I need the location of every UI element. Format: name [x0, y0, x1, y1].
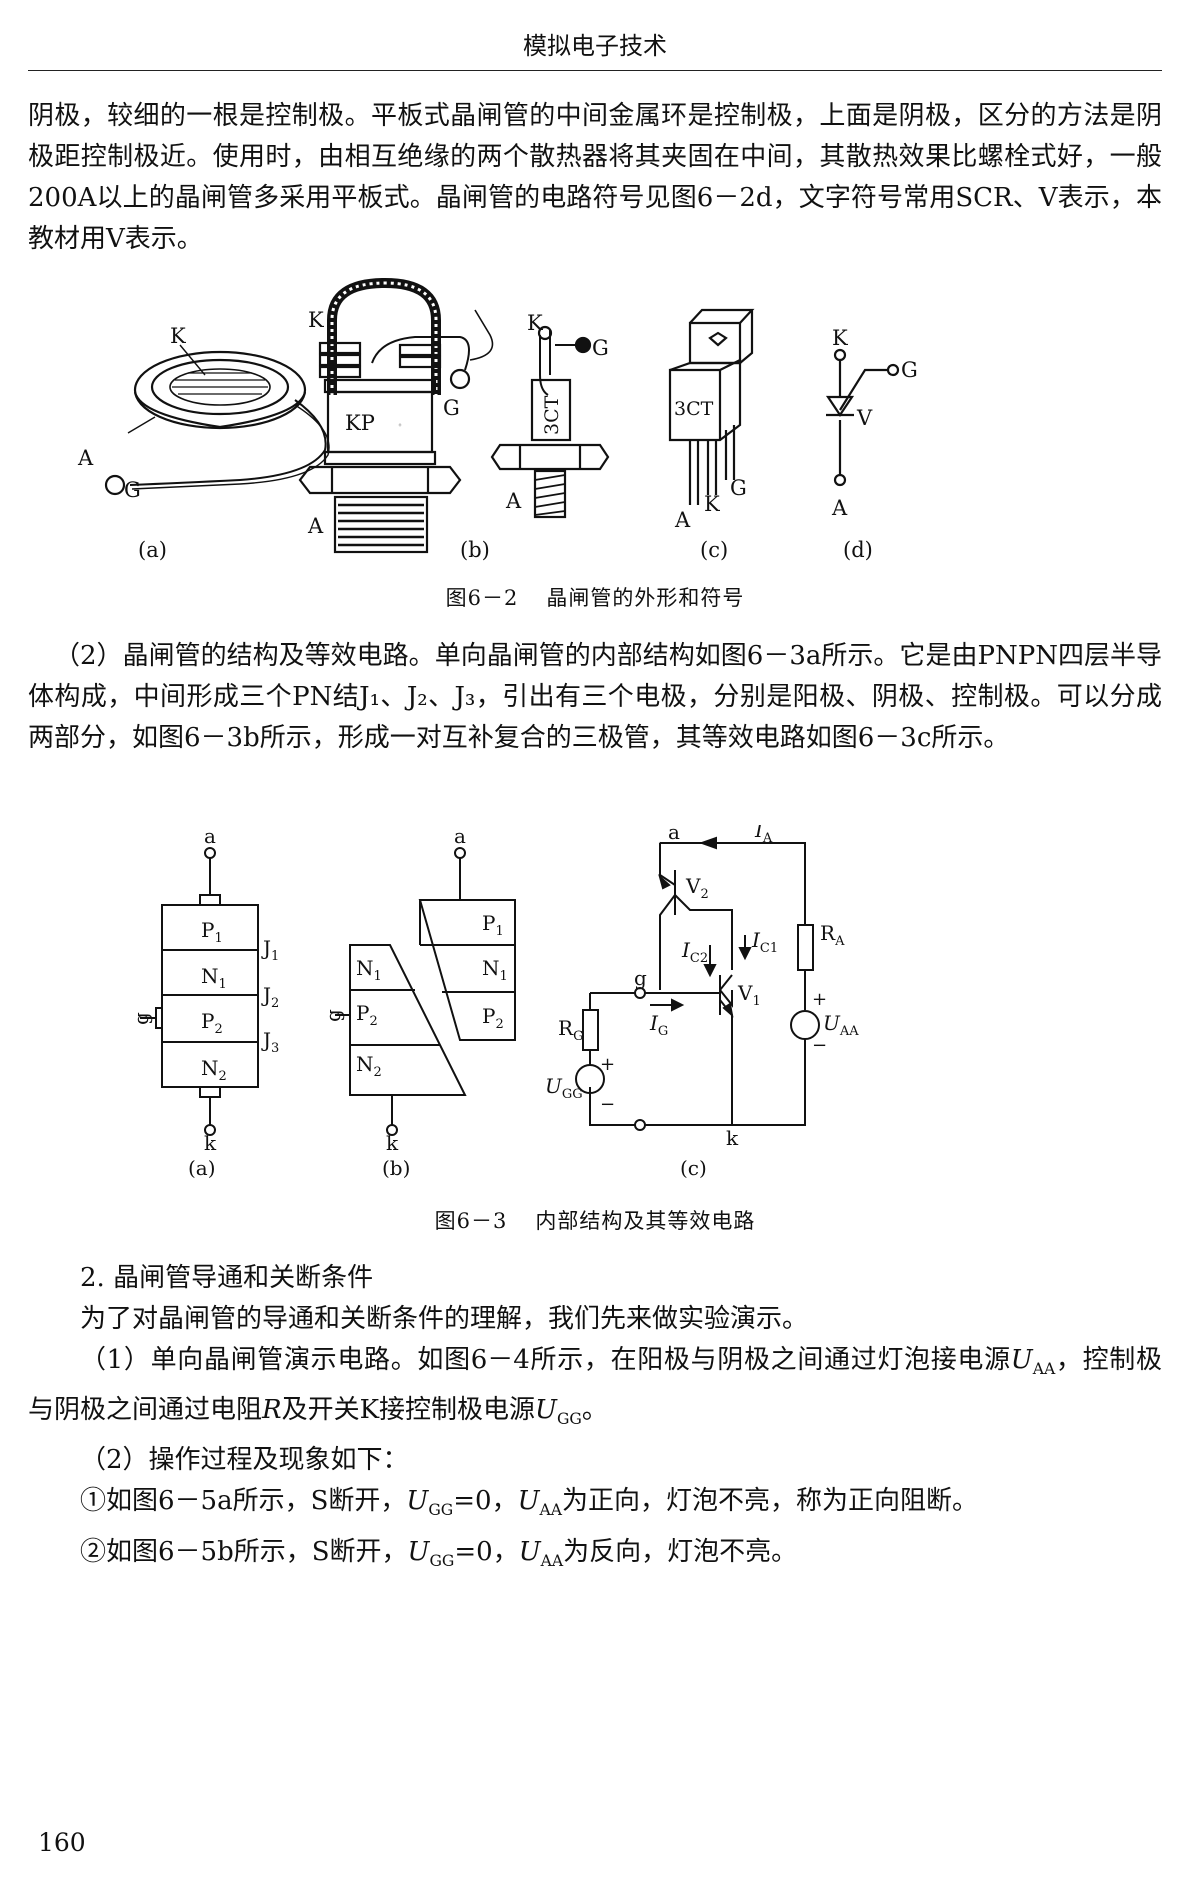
figure-6-2: K A G (a) K KP G A (b) K G A 3CT 3CT A K… — [70, 275, 1130, 579]
fig63-a-n1-label: N1 — [201, 964, 227, 992]
fig63-c-ic2-label: IC2 — [681, 938, 708, 966]
intro-paragraph: 阴极，较细的一根是控制极。平板式晶闸管的中间金属环是控制极，上面是阴极，区分的方… — [28, 96, 1162, 260]
fig63-c-uaa-minus: − — [812, 1035, 827, 1056]
fig63-a-k-label: k — [204, 1131, 217, 1155]
fig63-b-sub-label: (b) — [382, 1156, 410, 1180]
section2-line1: 为了对晶闸管的导通和关断条件的理解，我们先来做实验演示。 — [80, 1304, 809, 1334]
section-2: 2. 晶闸管导通和关断条件 为了对晶闸管的导通和关断条件的理解，我们先来做实验演… — [28, 1258, 1162, 1582]
fig63-a-a-label: a — [204, 825, 216, 848]
fig63-caption-text: 内部结构及其等效电路 — [535, 1209, 756, 1233]
intro-text: 阴极，较细的一根是控制极。平板式晶闸管的中间金属环是控制极，上面是阴极，区分的方… — [28, 101, 1162, 254]
fig63-a-j2-label: J2 — [261, 983, 279, 1011]
figure-6-3-caption: 图6－3 内部结构及其等效电路 — [0, 1205, 1190, 1235]
fig62-b-a-label: A — [307, 514, 324, 538]
fig62-c1-a-label: A — [505, 489, 522, 513]
fig63-b-p1-label: P1 — [482, 911, 504, 939]
fig62-c1-g-label: G — [592, 336, 609, 360]
fig62-d-g-label: G — [901, 358, 918, 382]
fig63-c-k-label: k — [726, 1126, 739, 1150]
fig63-c-uaa-plus: + — [812, 989, 827, 1010]
fig62-a-a-label: A — [77, 446, 94, 470]
fig63-c-uaa-label: UAA — [823, 1011, 859, 1039]
figure-6-2-drawing: K A G (a) K KP G A (b) K G A 3CT 3CT A K… — [77, 277, 918, 562]
fig62-caption-num: 图6－2 — [445, 586, 519, 610]
fig63-c-ia-label: IA — [754, 825, 773, 846]
fig62-b-kp-label: KP — [345, 411, 375, 435]
fig62-b-g-label: G — [443, 396, 460, 420]
fig63-b-g-label: g — [321, 1009, 345, 1022]
fig63-b-a-label: a — [454, 825, 466, 848]
fig63-b-n2-label: N2 — [356, 1052, 382, 1080]
structure-text: （2）晶闸管的结构及等效电路。单向晶闸管的内部结构如图6－3a所示。它是由PNP… — [28, 641, 1162, 753]
section2-line3: （2）操作过程及现象如下： — [80, 1445, 409, 1476]
fig63-b-n1r-label: N1 — [482, 956, 508, 984]
fig63-a-n2-label: N2 — [201, 1056, 227, 1084]
fig63-c-a-label: a — [668, 825, 680, 844]
fig62-c1-body-label: 3CT — [541, 395, 563, 435]
fig62-a-k-label: K — [170, 324, 186, 348]
section2-heading: 2. 晶闸管导通和关断条件 — [80, 1263, 374, 1293]
fig63-a-p1-label: P1 — [201, 918, 223, 946]
fig62-c-sub-label: (c) — [700, 538, 728, 562]
fig62-d-k-label: K — [832, 326, 848, 350]
fig63-c-g-label: g — [634, 966, 647, 990]
fig62-c2-g-label: G — [730, 476, 747, 500]
fig63-b-p2r-label: P2 — [482, 1004, 504, 1032]
fig63-c-v1-label: V1 — [737, 981, 761, 1009]
fig62-caption-text: 晶闸管的外形和符号 — [546, 586, 745, 610]
fig63-c-sub-label: (c) — [680, 1156, 707, 1180]
fig62-d-sub-label: (d) — [843, 538, 873, 562]
fig63-c-ra-label: RA — [820, 921, 845, 949]
running-header: 模拟电子技术 — [28, 26, 1162, 71]
fig62-b-k-label: K — [308, 308, 324, 332]
fig63-c-v2-label: V2 — [685, 874, 709, 902]
fig63-b-p2l-label: P2 — [356, 1001, 378, 1029]
section2-item2: ②如图6－5b所示，S断开，UGG=0，UAA为反向，灯泡不亮。 — [80, 1536, 798, 1570]
figure-6-3-drawing: a P1 N1 P2 N2 J1 J2 J3 g k (a) a P1 N1 P… — [129, 818, 859, 1180]
fig63-a-p2-label: P2 — [201, 1009, 223, 1037]
fig62-d-a-label: A — [831, 496, 848, 520]
fig63-c-ugg-minus: − — [600, 1094, 615, 1115]
fig62-c2-body-label: 3CT — [674, 398, 714, 420]
fig62-c1-k-label: K — [527, 311, 543, 335]
fig63-caption-num: 图6－3 — [434, 1209, 508, 1233]
fig63-b-k-label: k — [386, 1131, 399, 1155]
section2-item1: ①如图6－5a所示，S断开，UGG=0，UAA为正向，灯泡不亮，称为正向阻断。 — [80, 1486, 979, 1520]
header-title: 模拟电子技术 — [523, 32, 667, 60]
structure-paragraph: （2）晶闸管的结构及等效电路。单向晶闸管的内部结构如图6－3a所示。它是由PNP… — [28, 636, 1162, 759]
fig62-b-sub-label: (b) — [460, 538, 490, 562]
figure-6-3: a P1 N1 P2 N2 J1 J2 J3 g k (a) a P1 N1 P… — [120, 818, 1020, 1184]
fig63-b-n1l-label: N1 — [356, 956, 382, 984]
fig63-a-sub-label: (a) — [188, 1156, 216, 1180]
fig63-c-ic1-label: IC1 — [751, 928, 778, 956]
fig62-d-v-label: V — [856, 406, 873, 430]
fig63-c-ugg-plus: + — [600, 1054, 615, 1075]
fig63-c-rg-label: RG — [558, 1016, 583, 1044]
fig62-a-sub-label: (a) — [138, 538, 167, 562]
page-number: 160 — [38, 1828, 86, 1857]
fig62-c2-k-label: K — [704, 492, 720, 516]
fig63-c-ig-label: IG — [649, 1011, 668, 1039]
figure-6-2-caption: 图6－2 晶闸管的外形和符号 — [0, 582, 1190, 612]
fig62-a-g-label: G — [124, 478, 141, 502]
fig63-a-g-label: g — [129, 1012, 153, 1025]
fig63-a-j3-label: J3 — [261, 1028, 279, 1056]
section2-line2: （1）单向晶闸管演示电路。如图6－4所示，在阳极与阴极之间通过灯泡接电源UAA，… — [28, 1345, 1162, 1429]
fig63-c-ugg-label: UGG — [545, 1074, 583, 1102]
fig63-a-j1-label: J1 — [261, 936, 279, 964]
fig62-c2-a-label: A — [674, 508, 691, 532]
